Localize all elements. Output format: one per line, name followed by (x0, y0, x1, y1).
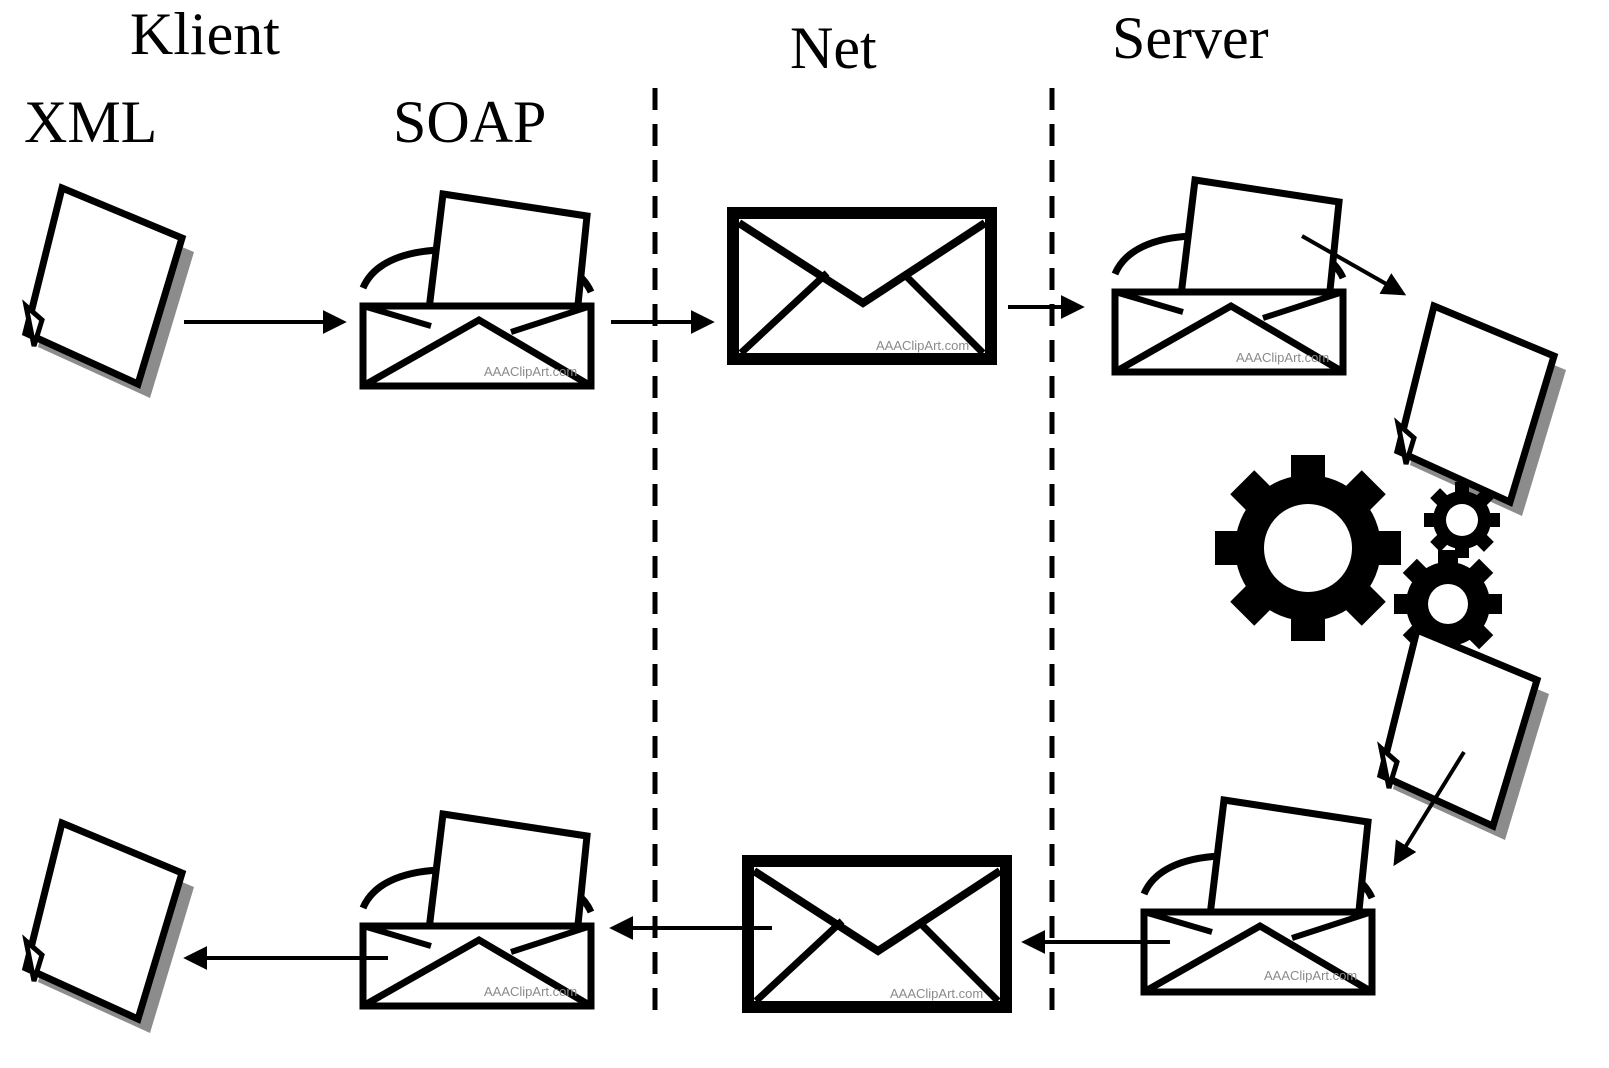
client-response-document-icon (26, 823, 194, 1033)
net-heading: Net (790, 15, 877, 81)
client-heading: Klient (130, 1, 280, 67)
client-response-envelope-watermark: AAAClipArt.com (484, 984, 577, 999)
client-response-envelope-icon (363, 814, 591, 1006)
server-envelope-icon (1115, 180, 1343, 372)
server-request-document-icon (1398, 306, 1566, 516)
xml-heading: XML (24, 89, 158, 155)
server-response-document-icon (1381, 630, 1549, 840)
server-heading: Server (1112, 5, 1269, 71)
soap-envelope-watermark: AAAClipArt.com (484, 364, 577, 379)
server-response-envelope-icon (1144, 800, 1372, 992)
server-to-xml-arrow (1301, 234, 1407, 296)
server-response-envelope-watermark: AAAClipArt.com (1264, 968, 1357, 983)
net-response-envelope-watermark: AAAClipArt.com (890, 986, 983, 1001)
net-envelope-watermark: AAAClipArt.com (876, 338, 969, 353)
soap-heading: SOAP (393, 89, 547, 155)
gears-icon (1215, 455, 1502, 658)
soap-envelope-icon (363, 194, 591, 386)
xml-to-server-envelope-arrow (1393, 750, 1466, 867)
xml-document-icon (26, 188, 194, 398)
server-envelope-watermark: AAAClipArt.com (1236, 350, 1329, 365)
